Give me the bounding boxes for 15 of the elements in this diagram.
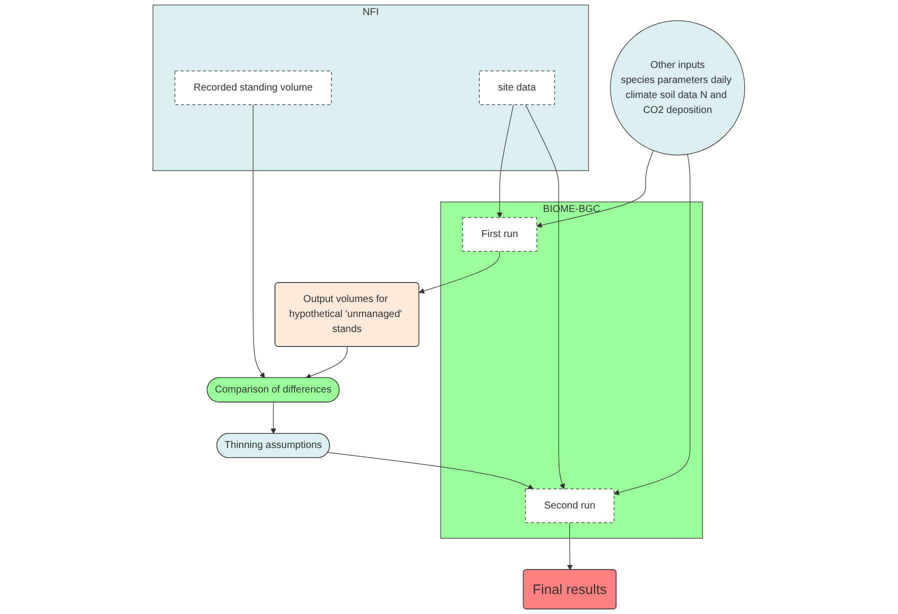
arrow bbox=[419, 251, 500, 294]
arrow bbox=[536, 150, 654, 228]
node-box: First run bbox=[462, 217, 538, 252]
arrow bbox=[567, 522, 573, 570]
arrow bbox=[328, 452, 534, 490]
node-box: Recorded standing volume bbox=[174, 70, 332, 106]
arrow bbox=[614, 154, 690, 496]
arrow bbox=[497, 104, 514, 218]
node-circle: Other inputs species parameters daily climate soil data N and CO2 deposition bbox=[610, 20, 746, 156]
arrow bbox=[306, 346, 348, 379]
arrow bbox=[525, 104, 566, 490]
node-box: site data bbox=[479, 70, 556, 106]
arrow bbox=[252, 104, 266, 378]
node-box: Second run bbox=[525, 488, 614, 524]
arrow bbox=[270, 402, 276, 434]
